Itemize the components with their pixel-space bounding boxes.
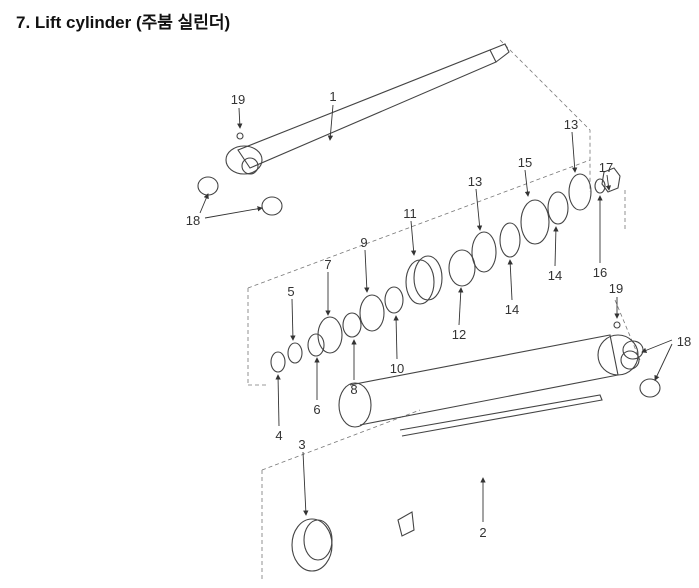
part-label-4: 4 (275, 428, 282, 443)
part-label-6: 6 (313, 402, 320, 417)
piston-rod (197, 43, 510, 216)
part-label-11: 11 (403, 206, 417, 221)
leader-arrows (199, 104, 673, 522)
part-label-18-left: 18 (186, 213, 200, 228)
part-label-2: 2 (479, 525, 486, 540)
part-label-1: 1 (329, 89, 336, 104)
page-title: 7. Lift cylinder (주붐 실린더) (16, 13, 231, 32)
part-label-14-mid: 14 (505, 302, 519, 317)
part-label-19-lower: 19 (609, 281, 623, 296)
part-label-13-right: 13 (564, 117, 578, 132)
part-label-9: 9 (360, 235, 367, 250)
part-label-15: 15 (518, 155, 532, 170)
part-label-3: 3 (298, 437, 305, 452)
part-label-17: 17 (599, 160, 613, 175)
part-label-14-right: 14 (548, 268, 562, 283)
part-label-18-right: 18 (677, 334, 691, 349)
part-label-7: 7 (324, 257, 331, 272)
part-label-19-top: 19 (231, 92, 245, 107)
part-label-5: 5 (287, 284, 294, 299)
part-label-16: 16 (593, 265, 607, 280)
part-label-10: 10 (390, 361, 404, 376)
part-label-12: 12 (452, 327, 466, 342)
part-label-8: 8 (350, 382, 357, 397)
seal-rings (270, 167, 621, 373)
cylinder-tube (291, 321, 661, 572)
part-label-13-mid: 13 (468, 174, 482, 189)
guide-line (261, 299, 641, 580)
guide-line (247, 39, 626, 386)
